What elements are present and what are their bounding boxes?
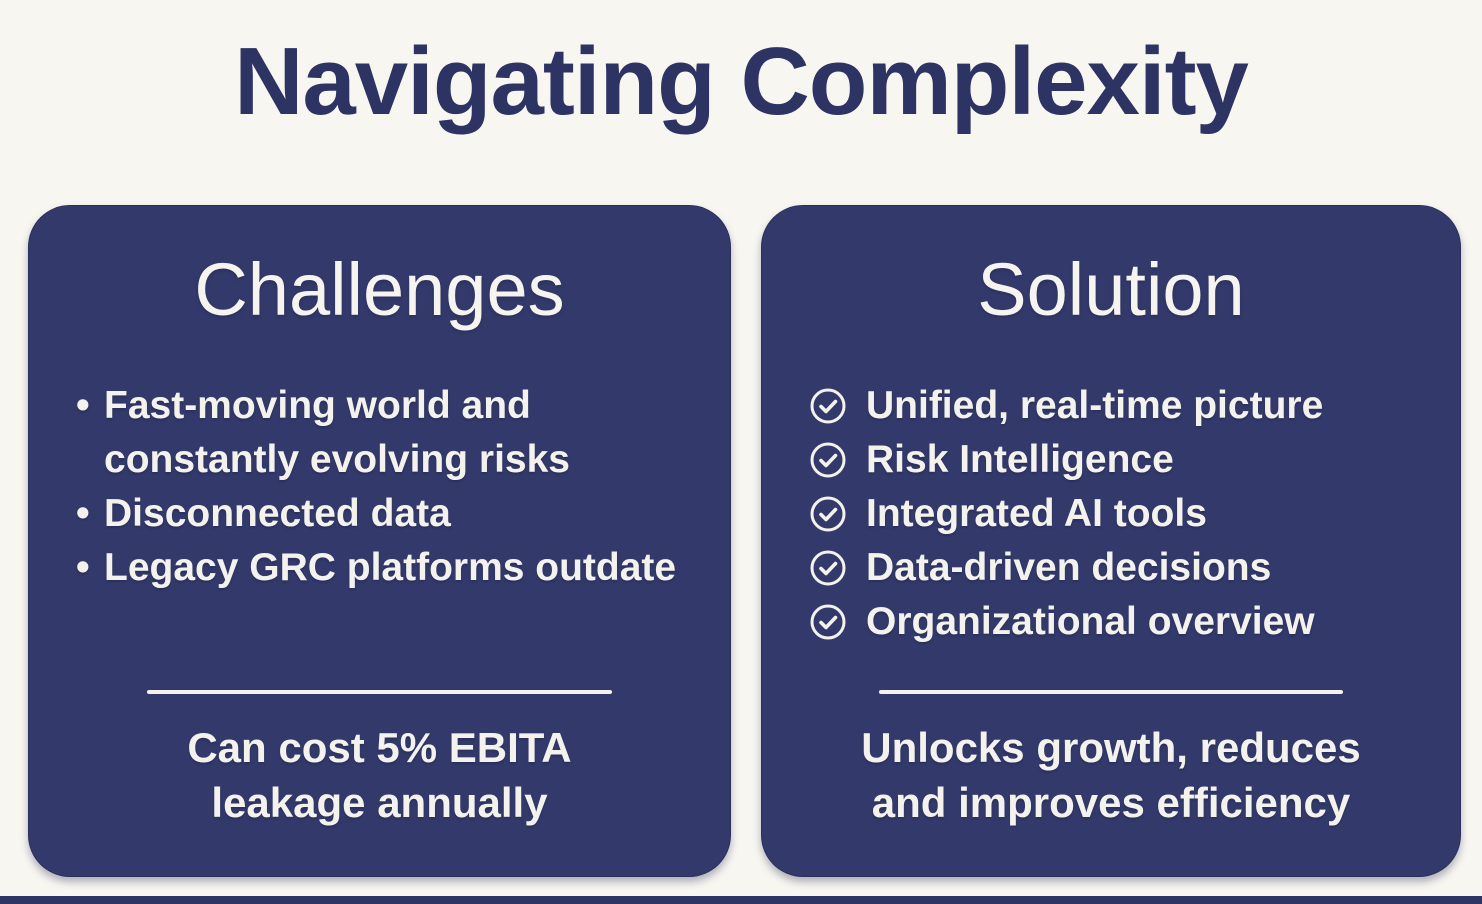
divider [879,690,1343,694]
solution-item-text: Integrated AI tools [866,491,1207,535]
list-item: Integrated AI tools [809,487,1420,541]
challenges-list: • Fast-moving world and constantly evolv… [76,379,690,595]
bullet-dot-icon: • [76,491,90,535]
list-item: • Legacy GRC platforms outdate [76,541,690,595]
solution-item-text: Organizational overview [866,599,1315,643]
bottom-strip [0,896,1482,904]
list-item: • Disconnected data [76,487,690,541]
solution-panel: Solution Unified, real-time picture Risk… [761,205,1461,877]
check-circle-icon [810,550,846,586]
footer-line: Unlocks growth, reduces [861,724,1361,771]
challenges-footer: Can cost 5% EBITA leakage annually [187,720,571,830]
bullet-text: Fast-moving world and constantly evolvin… [104,383,571,481]
challenges-heading: Challenges [194,248,565,331]
solution-heading: Solution [977,248,1245,331]
list-item: Risk Intelligence [809,433,1420,487]
list-item: Unified, real-time picture [809,379,1420,433]
solution-footer: Unlocks growth, reduces and improves eff… [861,720,1360,830]
check-circle-icon [810,442,846,478]
solution-item-text: Data-driven decisions [866,545,1272,589]
solution-item-text: Risk Intelligence [866,437,1174,481]
bullet-dot-icon: • [76,545,90,589]
divider [146,690,613,694]
footer-line: Can cost 5% EBITA [187,724,572,771]
footer-line: leakage annually [211,779,548,826]
solution-list: Unified, real-time picture Risk Intellig… [809,379,1420,649]
list-item: Organizational overview [809,595,1420,649]
footer-line: and improves efficiency [871,779,1351,826]
check-circle-icon [810,496,846,532]
solution-item-text: Unified, real-time picture [866,383,1324,427]
check-circle-icon [810,388,846,424]
page-title: Navigating Complexity [234,28,1249,135]
list-item: Data-driven decisions [809,541,1420,595]
challenges-panel: Challenges • Fast-moving world and const… [28,205,731,877]
check-circle-icon [810,604,846,640]
bullet-text: Legacy GRC platforms outdate [104,545,677,589]
list-item: • Fast-moving world and constantly evolv… [76,379,690,487]
bullet-dot-icon: • [76,383,90,427]
bullet-text: Disconnected data [104,491,451,535]
